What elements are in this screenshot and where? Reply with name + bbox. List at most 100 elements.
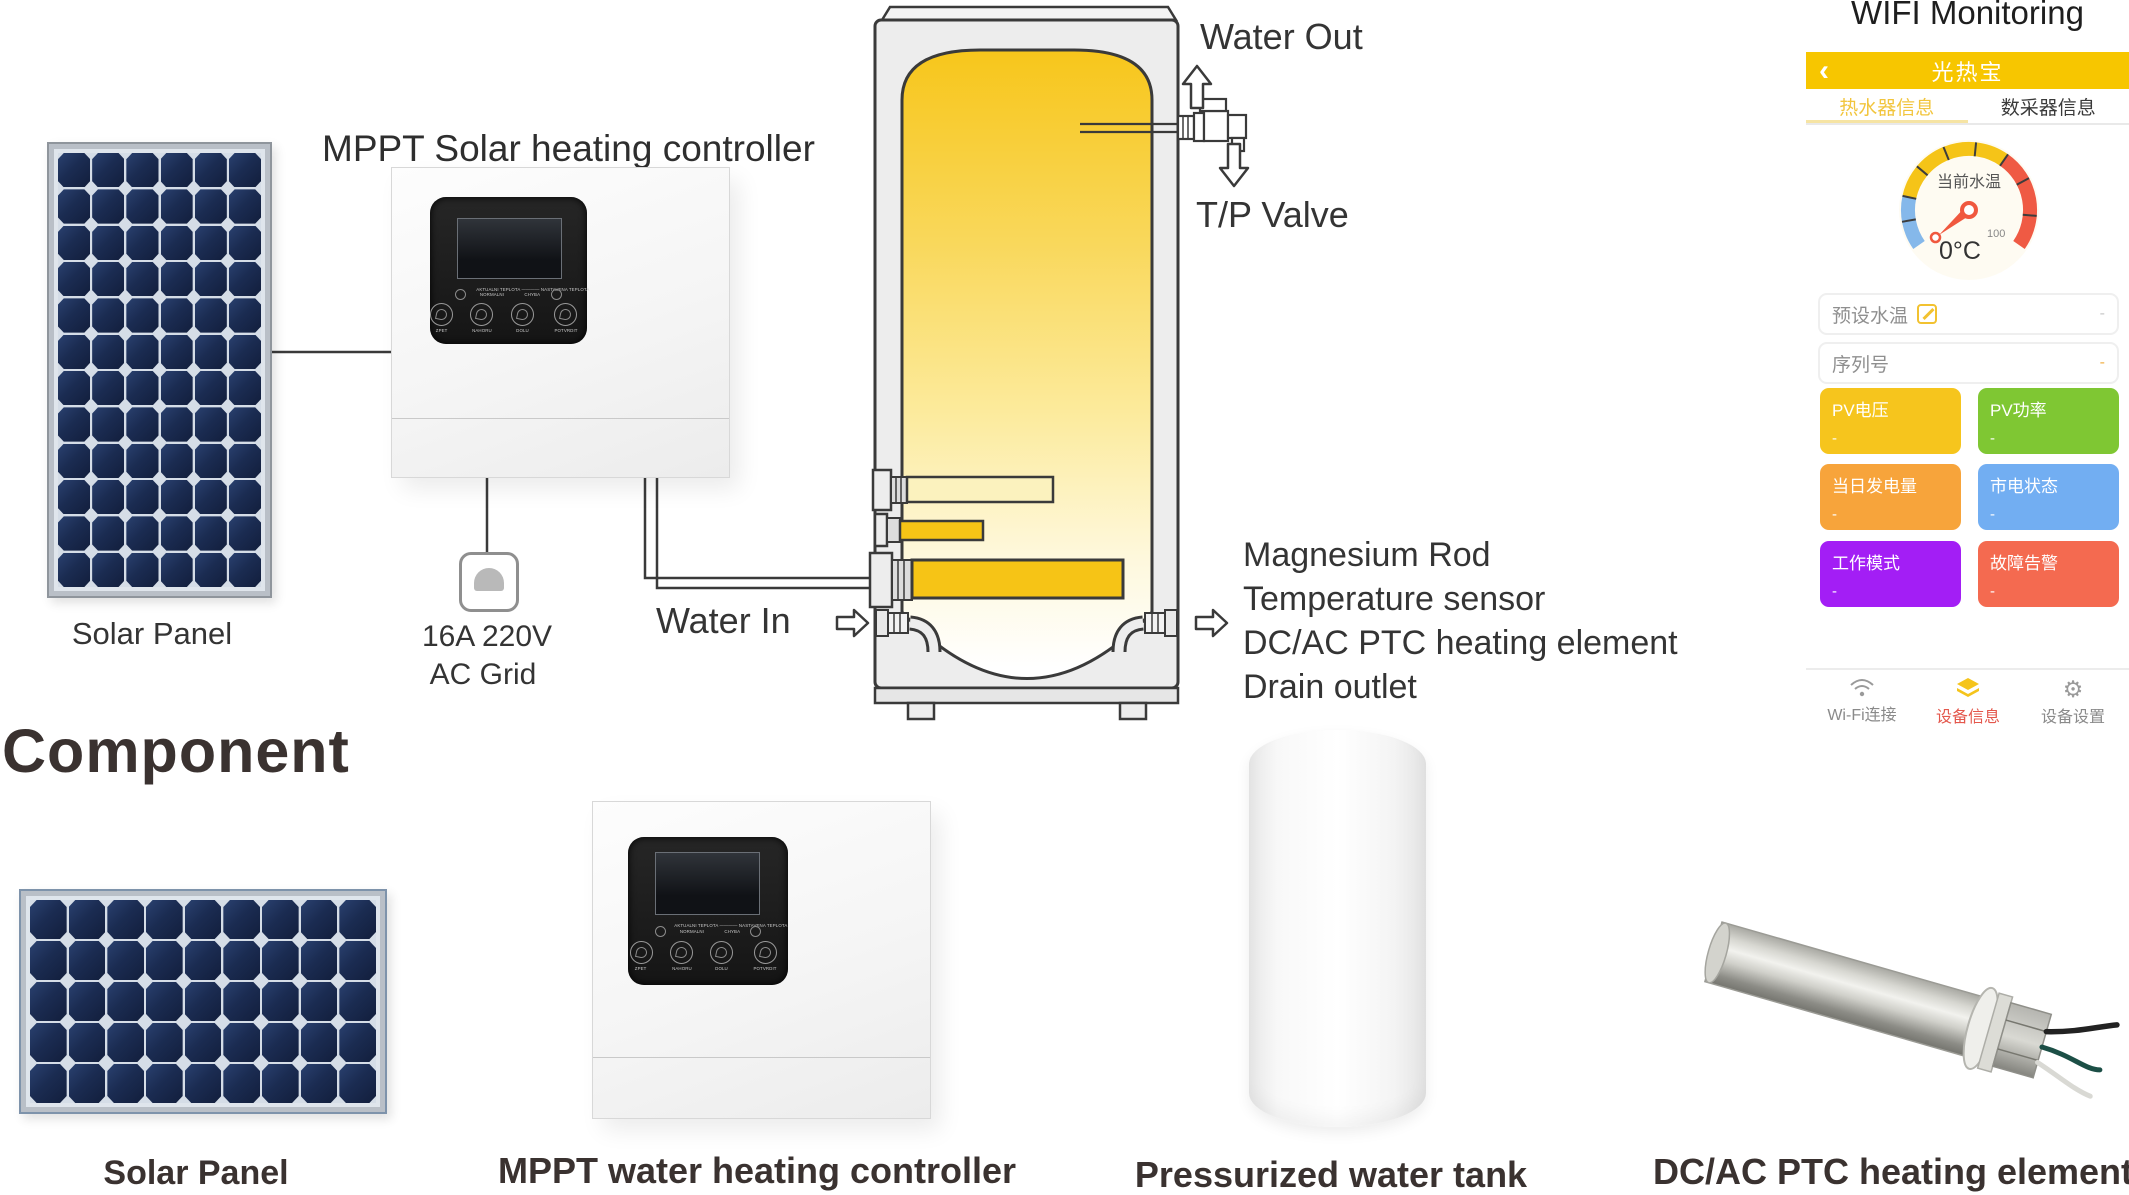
app-bottom-nav: Wi-Fi连接 设备信息 ⚙ 设备设置 <box>1806 668 2129 732</box>
pv-cell <box>107 1064 144 1103</box>
preset-temp-value: - <box>2099 305 2105 322</box>
pv-cell <box>146 1064 183 1103</box>
pv-cell <box>126 443 159 478</box>
serial-number-field[interactable]: 序列号 - <box>1818 342 2119 384</box>
temperature-sensor-rod <box>873 512 985 548</box>
layers-icon <box>1957 678 1979 697</box>
pv-cell <box>223 1064 260 1103</box>
tp-valve-label: T/P Valve <box>1196 194 1349 235</box>
pv-cell <box>223 900 260 939</box>
gauge-value: 0°C <box>1939 237 1981 265</box>
tab-collector-info[interactable]: 数采器信息 <box>2000 97 2096 119</box>
indicator-error-led <box>550 289 562 300</box>
pv-cell <box>194 370 227 406</box>
controller-button-up[interactable] <box>669 941 693 964</box>
callout-magnesium-rod: Magnesium Rod <box>1243 536 1491 574</box>
pv-cell <box>126 189 159 224</box>
nav-wifi-connect[interactable]: Wi-Fi连接 <box>1817 678 1907 725</box>
pv-cell <box>194 443 227 478</box>
controller-button-down[interactable] <box>710 941 734 964</box>
mppt-controller-device-top: AKTUALNI TEPLOTA ———— NASTAVENA TEPLOTA … <box>392 168 729 477</box>
tile-pv-power[interactable]: PV功率- <box>1978 388 2119 454</box>
gauge-max-label: 100 <box>1987 228 2005 240</box>
pv-cell <box>184 1064 222 1103</box>
tab-heater-info[interactable]: 热水器信息 <box>1806 89 1968 123</box>
pv-cell <box>194 552 227 587</box>
tile-grid-status[interactable]: 市电状态- <box>1978 464 2119 530</box>
drain-elbow-right <box>1111 609 1178 653</box>
pv-cell <box>126 225 159 260</box>
indicator-normal-led <box>455 289 467 300</box>
tank-foot-left <box>906 701 936 721</box>
preset-temp-field[interactable]: 预设水温 - <box>1818 293 2119 335</box>
pv-cell <box>339 1064 376 1103</box>
pv-cell <box>228 407 261 442</box>
pv-cell <box>160 298 193 333</box>
pv-cell <box>58 552 91 587</box>
pv-cell <box>92 334 125 369</box>
pv-cell <box>30 1023 67 1062</box>
pv-cell <box>92 407 125 442</box>
nav-device-settings[interactable]: ⚙ 设备设置 <box>2040 676 2105 727</box>
app-title: 光热宝 <box>1931 59 2004 85</box>
controller-button-down[interactable] <box>510 303 534 326</box>
element-wire-white <box>2035 1059 2093 1099</box>
pv-cell <box>30 900 67 939</box>
pv-cell <box>58 298 91 333</box>
pv-cell <box>228 552 261 587</box>
pv-cell <box>194 261 227 297</box>
element-cylinder <box>1703 921 1983 1057</box>
magnesium-rod <box>871 468 1055 512</box>
controller-button-up[interactable] <box>470 303 494 326</box>
controller-lcd-screen <box>457 218 562 279</box>
pv-cell <box>300 1023 338 1062</box>
pv-cell <box>107 1023 144 1062</box>
pv-cell <box>126 261 159 297</box>
controller-button-back[interactable] <box>629 941 653 964</box>
pv-cell <box>339 941 376 980</box>
tile-pv-voltage[interactable]: PV电压- <box>1820 388 1961 454</box>
pv-cell <box>262 1064 299 1103</box>
grid-label-line2: AC Grid <box>429 658 537 691</box>
controller-button-confirm[interactable] <box>753 941 777 964</box>
pv-cell <box>92 479 125 515</box>
solar-panel-component <box>19 889 387 1114</box>
wifi-icon <box>1850 679 1874 697</box>
indicator-error-label: CHYBA <box>524 292 541 297</box>
controller-button-confirm[interactable] <box>554 303 578 326</box>
pv-cell <box>194 479 227 515</box>
pv-cell <box>126 153 159 188</box>
callout-temperature-sensor: Temperature sensor <box>1243 580 1546 618</box>
pv-cell <box>58 334 91 369</box>
nav-device-info[interactable]: 设备信息 <box>1923 678 2013 727</box>
back-chevron-icon[interactable]: ‹ <box>1819 53 1829 87</box>
edit-icon[interactable] <box>1917 304 1938 324</box>
tile-daily-generation[interactable]: 当日发电量- <box>1820 464 1961 530</box>
pv-cell <box>30 1064 67 1103</box>
controller-title: MPPT Solar heating controller <box>322 128 815 169</box>
pv-cell <box>194 298 227 333</box>
water-out-arrow <box>1181 64 1213 110</box>
serial-number-value: - <box>2099 354 2105 371</box>
pv-cell <box>262 982 299 1021</box>
pv-cell <box>68 941 106 980</box>
tile-work-mode[interactable]: 工作模式- <box>1820 541 1961 607</box>
water-out-label: Water Out <box>1200 16 1363 57</box>
pv-cell <box>126 334 159 369</box>
controller-button-back[interactable] <box>430 303 454 326</box>
controller-lcd-screen <box>655 852 760 915</box>
pv-cell <box>160 479 193 515</box>
element-wire-green <box>2039 1044 2103 1073</box>
pv-cell <box>194 225 227 260</box>
gauge-arc-red <box>1999 154 2038 250</box>
tile-fault-alarm[interactable]: 故障告警- <box>1978 541 2119 607</box>
pv-cell <box>228 334 261 369</box>
pv-cell <box>58 370 91 406</box>
pv-cell <box>228 261 261 297</box>
tank-callouts: Magnesium Rod Temperature sensor DC/AC P… <box>1243 533 1678 709</box>
solar-panel-label-top: Solar Panel <box>71 616 233 651</box>
tp-valve-arrow <box>1218 142 1250 188</box>
tank-foot-right <box>1118 701 1148 721</box>
pv-cell <box>160 261 193 297</box>
